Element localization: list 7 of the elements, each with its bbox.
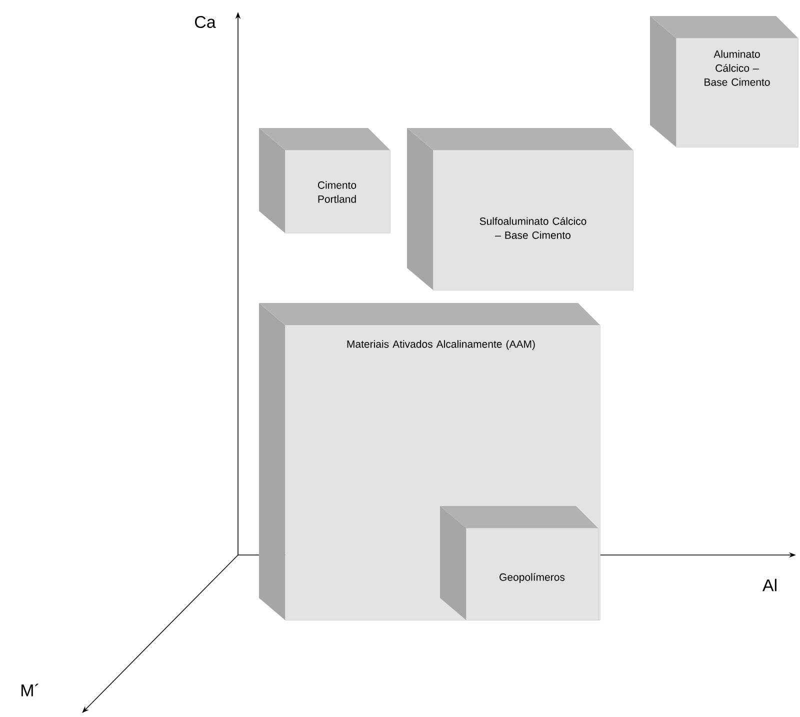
- box: Sulfoaluminato Cálcico – Base Cimento: [407, 128, 634, 290]
- axis-label: Ca: [195, 16, 216, 28]
- axis-label: M´: [22, 684, 38, 696]
- axis-label: Al: [762, 578, 776, 592]
- box: Cimento Portland: [259, 128, 390, 234]
- box: Aluminato Cálcico – Base Cimento: [650, 16, 798, 148]
- box: Geopolímeros: [440, 506, 598, 620]
